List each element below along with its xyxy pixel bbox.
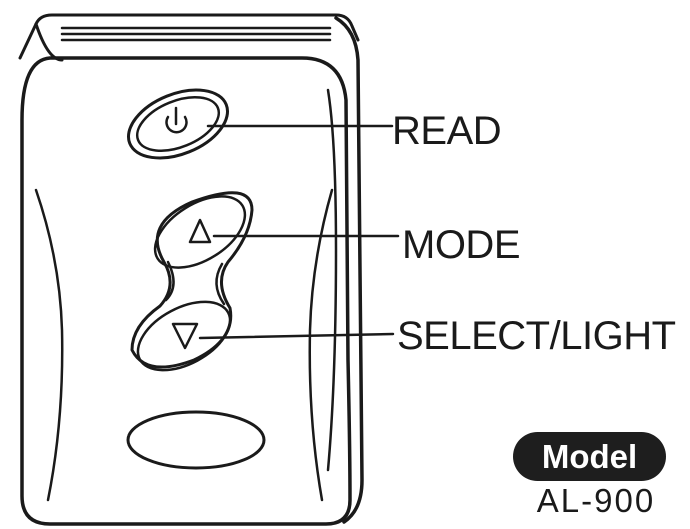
device-body-side — [334, 16, 364, 524]
read-label: READ — [392, 109, 502, 153]
select-light-button[interactable] — [127, 288, 242, 384]
mode-button[interactable] — [143, 182, 257, 282]
mode-label: MODE — [402, 223, 521, 267]
model-number: AL-900 — [536, 482, 656, 519]
select-leader-line — [198, 332, 395, 340]
mode-select-rocker — [130, 191, 254, 369]
bottom-oval — [126, 410, 266, 470]
device-body-front — [20, 56, 352, 526]
power-icon — [165, 106, 188, 134]
device-body-side-inner — [326, 88, 338, 472]
read-button[interactable] — [119, 77, 238, 172]
device-top-cap — [18, 13, 360, 62]
select-light-label: SELECT/LIGHT — [397, 314, 676, 358]
device-left-contour — [34, 188, 64, 502]
triangle-down-icon — [171, 322, 199, 350]
triangle-up-icon — [188, 218, 212, 244]
model-badge: Model — [513, 432, 666, 481]
